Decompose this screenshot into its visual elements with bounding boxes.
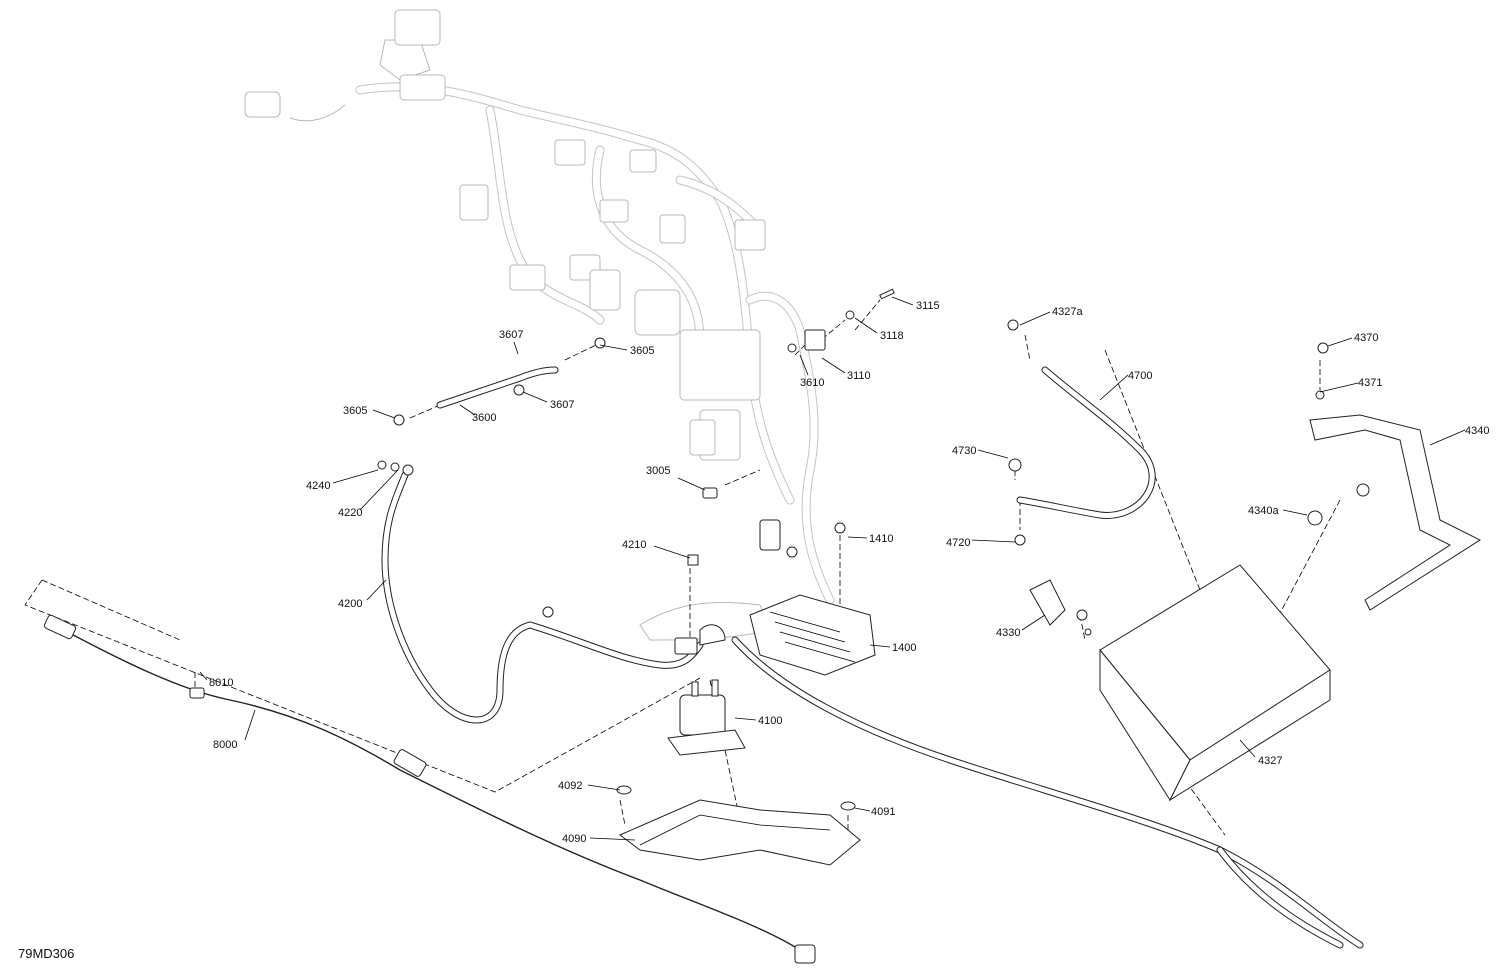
callout-4340: 4340 (1465, 425, 1489, 437)
callout-3605-right: 3605 (630, 345, 654, 357)
callout-8010: 8010 (209, 677, 233, 689)
main-wiring-harness (244, 9, 835, 641)
part-3600-strap (393, 337, 606, 426)
part-4340-bracket (1307, 342, 1482, 611)
callout-4720: 4720 (946, 537, 970, 549)
callout-3005: 3005 (646, 465, 670, 477)
callout-3610: 3610 (800, 377, 824, 389)
callout-4090: 4090 (562, 833, 586, 845)
callout-3600: 3600 (472, 412, 496, 424)
callout-3115: 3115 (916, 300, 940, 312)
callout-3110: 3110 (847, 370, 871, 382)
drawing-reference: 79MD306 (18, 946, 74, 961)
part-4090-bracket (616, 785, 861, 866)
callout-3605-left: 3605 (343, 405, 367, 417)
callout-4700: 4700 (1128, 370, 1152, 382)
callout-4200: 4200 (338, 598, 362, 610)
callout-4371: 4371 (1358, 377, 1382, 389)
callout-1410: 1410 (869, 533, 893, 545)
callout-4092: 4092 (558, 780, 582, 792)
callout-3607-top: 3607 (499, 329, 523, 341)
part-1400-regulator (749, 519, 876, 676)
callout-labels: 3115 3118 3110 3610 3607 3605 3605 3600 … (209, 300, 1489, 845)
battery-positive-cable (731, 636, 1364, 949)
part-4700-cable (1007, 319, 1156, 546)
callout-4210: 4210 (622, 539, 646, 551)
callout-3607-bottom: 3607 (550, 399, 574, 411)
fasteners (377, 288, 895, 499)
callout-4327a: 4327a (1052, 306, 1083, 318)
callout-4340a: 4340a (1248, 505, 1279, 517)
callout-8000: 8000 (213, 739, 237, 751)
callout-4730: 4730 (952, 445, 976, 457)
callout-4100: 4100 (758, 715, 782, 727)
callout-1400: 1400 (892, 642, 916, 654)
part-4100-solenoid (667, 554, 746, 756)
callout-4091: 4091 (871, 806, 895, 818)
callout-4220: 4220 (338, 507, 362, 519)
callout-4240: 4240 (306, 480, 330, 492)
callout-4370: 4370 (1354, 332, 1378, 344)
part-8000-wire (43, 614, 816, 964)
callout-3118: 3118 (880, 330, 904, 342)
part-4200-cable (381, 464, 704, 724)
callout-leaders (199, 296, 1466, 841)
callout-4327: 4327 (1258, 755, 1282, 767)
part-4327-battery (1029, 564, 1331, 802)
callout-4330: 4330 (996, 627, 1020, 639)
